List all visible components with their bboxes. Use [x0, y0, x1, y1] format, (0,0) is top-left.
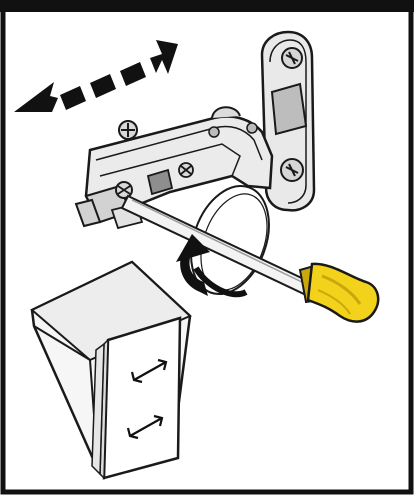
cabinet-door	[32, 262, 190, 478]
frame-top-bar	[0, 0, 414, 12]
double-arrow-icon	[14, 40, 178, 112]
hinge-arm	[76, 107, 272, 228]
